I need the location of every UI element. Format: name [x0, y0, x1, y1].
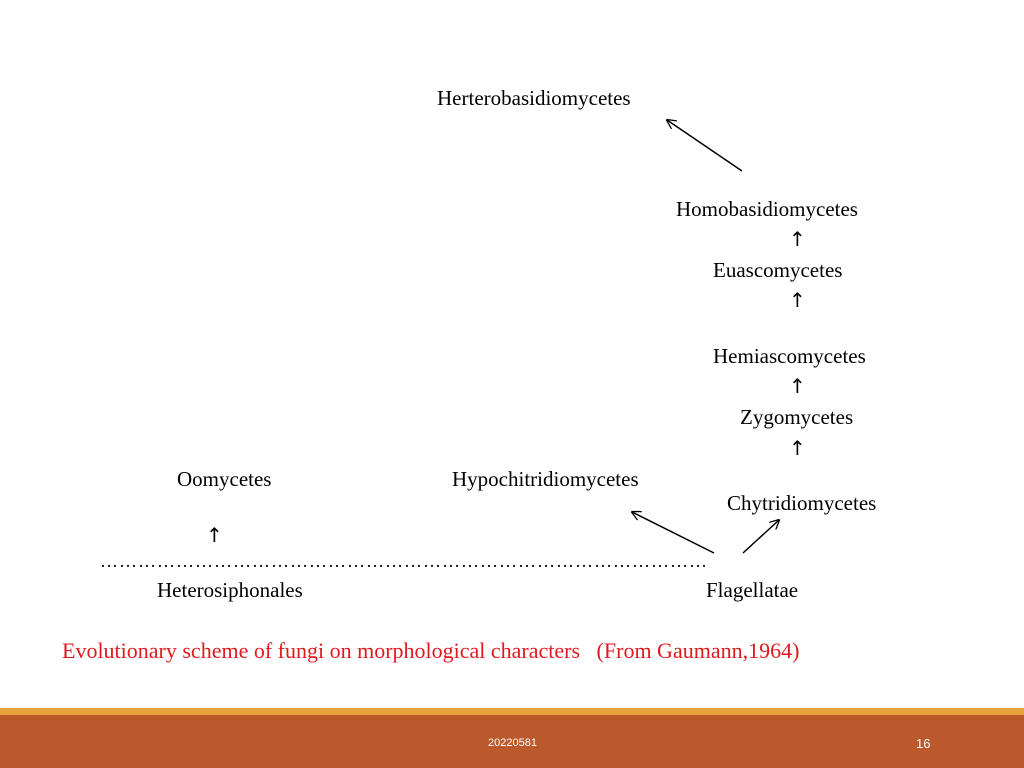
node-herterobasidiomycetes: Herterobasidiomycetes	[437, 86, 631, 110]
up-arrow-icon: ↑	[789, 288, 806, 312]
arrow-flagellatae-to-chytridiomycetes	[742, 520, 779, 554]
up-arrow-icon: ↑	[789, 436, 806, 460]
node-homobasidiomycetes: Homobasidiomycetes	[676, 197, 858, 221]
node-flagellatae: Flagellatae	[706, 578, 799, 602]
up-arrow-icon: ↑	[206, 523, 223, 547]
up-arrow-icon: ↑	[789, 227, 806, 251]
footer-bar: 20220581 16	[0, 715, 1024, 768]
caption: Evolutionary scheme of fungi on morpholo…	[62, 638, 800, 663]
node-oomycetes: Oomycetes	[177, 467, 272, 491]
node-euascomycetes: Euascomycetes	[713, 258, 843, 282]
node-hypochitridiomycetes: Hypochitridiomycetes	[452, 467, 639, 491]
up-arrow-icon: ↑	[789, 374, 806, 398]
node-chytridiomycetes: Chytridiomycetes	[727, 491, 877, 515]
arrow-flagellatae-to-hypochitridiomycetes	[632, 512, 715, 554]
arrow-homo-to-hetero	[667, 120, 743, 172]
node-hemiascomycetes: Hemiascomycetes	[713, 344, 866, 368]
footer-accent-stripe	[0, 708, 1024, 715]
node-heterosiphonales: Heterosiphonales	[157, 578, 303, 602]
separator-dotted-line: ……………………………………………………………………………………	[100, 552, 708, 570]
node-zygomycetes: Zygomycetes	[740, 405, 854, 429]
footer-code: 20220581	[488, 737, 537, 749]
page-number: 16	[916, 736, 931, 751]
